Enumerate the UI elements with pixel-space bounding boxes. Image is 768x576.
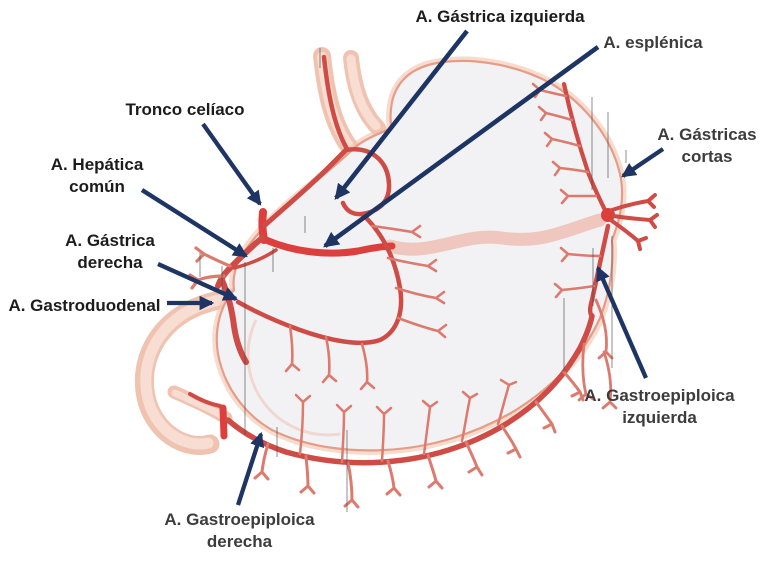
label-line: A. Gástrica izquierda: [415, 7, 585, 26]
label-line: derecha: [206, 532, 273, 551]
lesser-curvature-arcade: [235, 211, 448, 391]
label-tronco-celiaco: Tronco celíaco: [115, 99, 255, 121]
arrow-gastroepiploica-derecha: [235, 431, 265, 506]
arrow-gastroepiploica-izquierda: [596, 265, 648, 379]
label-gastrica-izquierda: A. Gástrica izquierda: [410, 6, 590, 28]
label-line: A. Gástrica: [65, 231, 155, 250]
label-line: Tronco celíaco: [125, 100, 245, 119]
arrow-tronco-celiaco: [201, 122, 262, 206]
label-line: A. esplénica: [603, 33, 703, 52]
arrow-gastricas-cortas: [621, 147, 665, 178]
arrow-hepatica-comun: [140, 188, 248, 258]
label-line: A. Gastroepiploica: [584, 386, 735, 405]
label-line: A. Hepática: [50, 155, 144, 174]
label-gastroduodenal: A. Gastroduodenal: [2, 295, 167, 317]
short-gastric-arteries: [531, 81, 659, 251]
stomach-body: [212, 56, 627, 455]
label-esplenica: A. esplénica: [588, 32, 718, 54]
label-gastroepiploica-derecha: A. Gastroepiploica derecha: [152, 509, 327, 553]
label-line: común: [69, 177, 125, 196]
label-gastrica-derecha: A. Gástrica derecha: [45, 230, 175, 274]
arrow-esplenica: [323, 45, 600, 248]
label-gastroepiploica-izquierda: A. Gastroepiploica izquierda: [572, 385, 747, 429]
label-line: izquierda: [622, 408, 697, 427]
label-line: derecha: [77, 253, 143, 272]
label-line: cortas: [681, 147, 733, 166]
label-line: A. Gastroduodenal: [8, 296, 161, 315]
label-gastricas-cortas: A. Gástricas cortas: [648, 124, 766, 168]
splenic-artery-band: [383, 213, 607, 256]
gastroepiploic-arcade: [225, 313, 595, 509]
arrow-gastrica-izquierda: [334, 29, 469, 200]
label-line: A. Gástricas: [657, 125, 757, 144]
label-hepatica-comun: A. Hepática común: [32, 154, 162, 198]
arrow-gastrica-derecha: [157, 262, 239, 301]
label-line: A. Gastroepiploica: [164, 510, 315, 529]
left-gastroepiploic: [553, 223, 618, 410]
